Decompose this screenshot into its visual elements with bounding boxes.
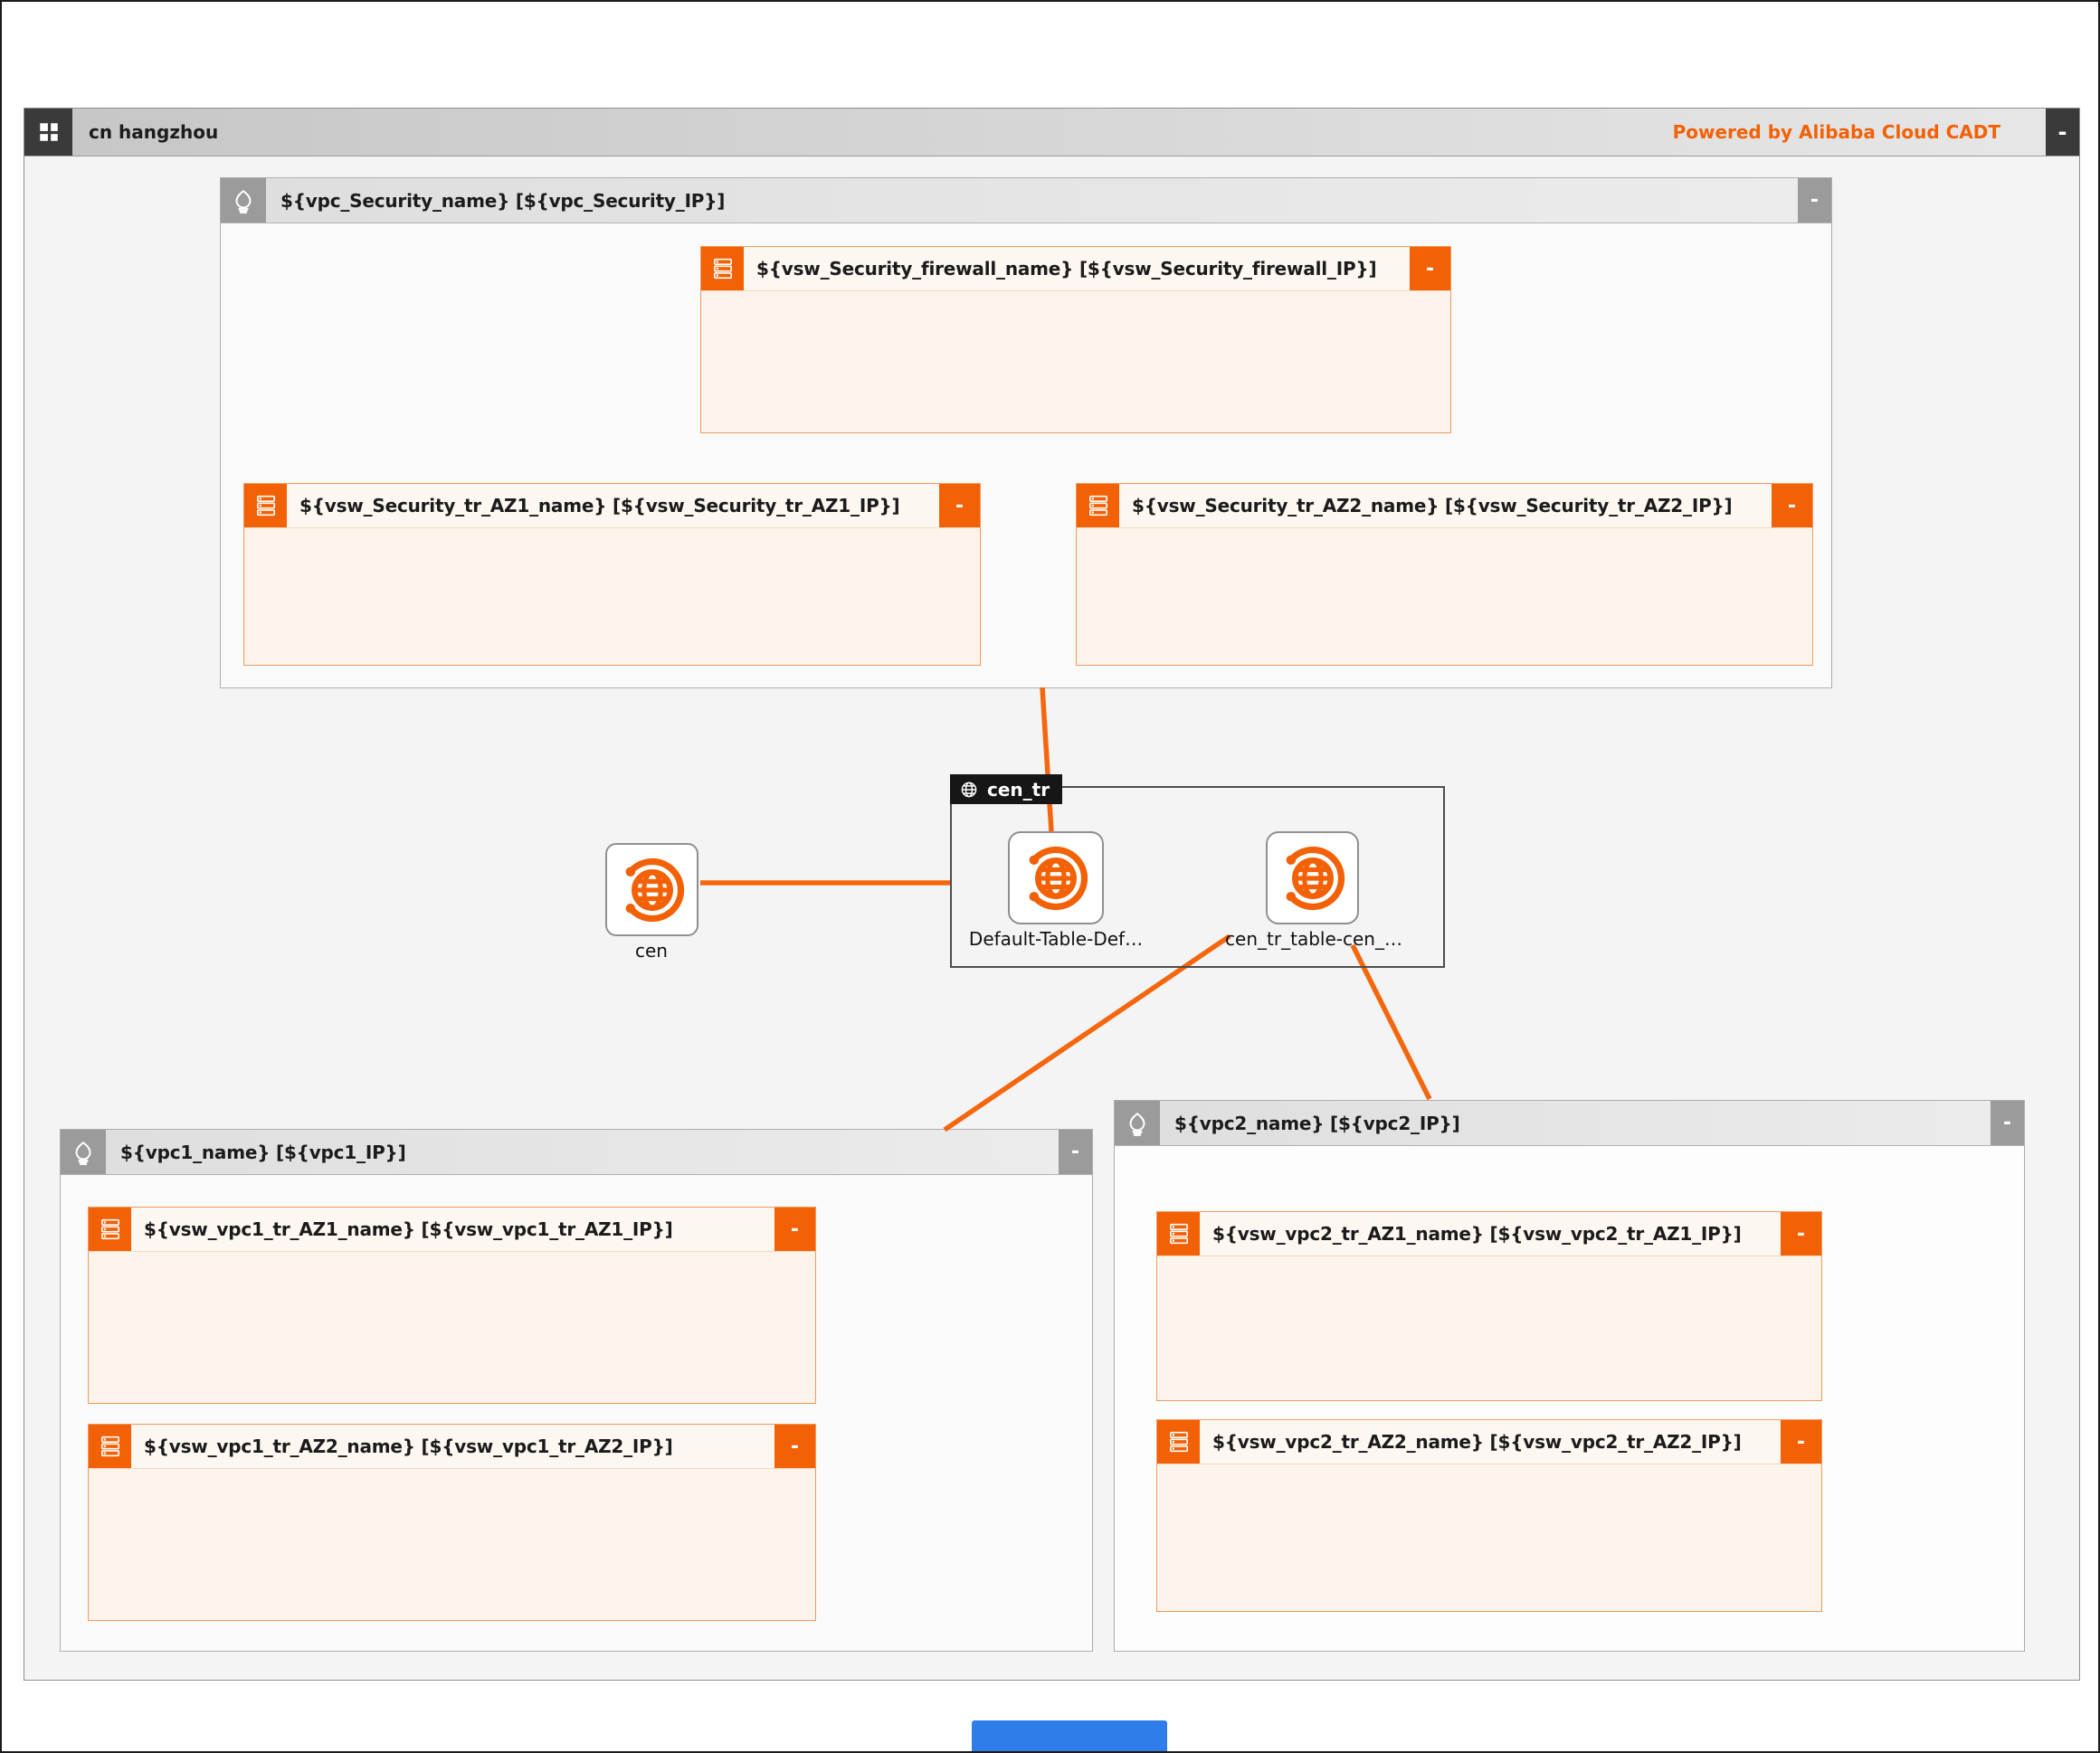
vswitch-icon [1157, 1212, 1200, 1256]
vsw-security-tr-az2-title: ${vsw_Security_tr_AZ2_name} [${vsw_Secur… [1132, 495, 1733, 516]
cen-globe-icon [1275, 840, 1351, 916]
vswitch-icon [89, 1208, 131, 1251]
vsw-vpc1-tr-az2-box[interactable]: ${vsw_vpc1_tr_AZ2_name} [${vsw_vpc1_tr_A… [88, 1424, 816, 1621]
vpc1-title: ${vpc1_name} [${vpc1_IP}] [120, 1141, 406, 1163]
vsw-vpc2-tr-az2-title: ${vsw_vpc2_tr_AZ2_name} [${vsw_vpc2_tr_A… [1212, 1431, 1742, 1453]
vpc-icon [221, 178, 266, 223]
vpc-security-title: ${vpc_Security_name} [${vpc_Security_IP}… [280, 189, 726, 212]
vsw-vpc1-tr-az1-minimize-button[interactable]: - [774, 1208, 815, 1251]
vpc1-header[interactable]: ${vpc1_name} [${vpc1_IP}] - [61, 1130, 1092, 1175]
vsw-vpc1-tr-az1-header[interactable]: ${vsw_vpc1_tr_AZ1_name} [${vsw_vpc1_tr_A… [89, 1208, 815, 1252]
cen-globe-icon [614, 852, 690, 928]
region-title: cn hangzhou [89, 121, 219, 143]
vsw-security-firewall-minimize-button[interactable]: - [1410, 247, 1450, 290]
vswitch-icon [1077, 484, 1119, 527]
cen-tr-tab[interactable]: cen_tr [950, 774, 1063, 804]
vpc-security-header[interactable]: ${vpc_Security_name} [${vpc_Security_IP}… [221, 178, 1831, 223]
vsw-vpc1-tr-az2-minimize-button[interactable]: - [774, 1425, 815, 1468]
region-titlebar[interactable]: cn hangzhou Powered by Alibaba Cloud CAD… [24, 109, 2079, 156]
vsw-vpc2-tr-az1-header[interactable]: ${vsw_vpc2_tr_AZ1_name} [${vsw_vpc2_tr_A… [1157, 1212, 1821, 1256]
vsw-security-tr-az1-box[interactable]: ${vsw_Security_tr_AZ1_name} [${vsw_Secur… [243, 483, 981, 666]
vsw-vpc2-tr-az2-minimize-button[interactable]: - [1781, 1420, 1821, 1464]
vpc-icon [61, 1130, 106, 1174]
grid-icon [24, 109, 72, 156]
node-cen[interactable] [605, 843, 698, 936]
powered-by-label: Powered by Alibaba Cloud CADT [1672, 121, 2000, 143]
vpc-security-container[interactable]: ${vpc_Security_name} [${vpc_Security_IP}… [220, 177, 1832, 688]
cen-tr-title: cen_tr [987, 778, 1050, 801]
node-label: cen_tr_table-cen_… [1225, 928, 1402, 950]
vswitch-icon [89, 1425, 131, 1468]
window-minimize-button[interactable]: - [2046, 109, 2079, 156]
vpc-icon [1115, 1101, 1160, 1145]
vpc-security-minimize-button[interactable]: - [1798, 178, 1831, 223]
vsw-security-tr-az1-title: ${vsw_Security_tr_AZ1_name} [${vsw_Secur… [299, 495, 900, 516]
cen-tr-group[interactable]: cen_tr Default-Table-Def… [950, 774, 1445, 968]
cadt-window: cn hangzhou Powered by Alibaba Cloud CAD… [24, 108, 2080, 1681]
vsw-vpc1-tr-az1-box[interactable]: ${vsw_vpc1_tr_AZ1_name} [${vsw_vpc1_tr_A… [88, 1207, 816, 1404]
vswitch-icon [701, 247, 744, 290]
vsw-security-firewall-box[interactable]: ${vsw_Security_firewall_name} [${vsw_Sec… [700, 246, 1451, 433]
node-default-table[interactable] [1008, 831, 1104, 924]
vswitch-icon [244, 484, 287, 527]
bottom-blue-bar [972, 1720, 1167, 1751]
globe-icon [959, 780, 979, 800]
vswitch-icon [1157, 1420, 1200, 1464]
vpc2-container[interactable]: ${vpc2_name} [${vpc2_IP}] - ${vsw_vpc2_t… [1114, 1100, 2025, 1652]
vsw-security-tr-az2-minimize-button[interactable]: - [1772, 484, 1812, 527]
vsw-vpc2-tr-az2-box[interactable]: ${vsw_vpc2_tr_AZ2_name} [${vsw_vpc2_tr_A… [1156, 1419, 1822, 1612]
vsw-security-firewall-header[interactable]: ${vsw_Security_firewall_name} [${vsw_Sec… [701, 247, 1450, 291]
node-label: Default-Table-Def… [968, 928, 1144, 950]
vsw-security-tr-az1-header[interactable]: ${vsw_Security_tr_AZ1_name} [${vsw_Secur… [244, 484, 980, 528]
vsw-vpc1-tr-az2-header[interactable]: ${vsw_vpc1_tr_AZ2_name} [${vsw_vpc1_tr_A… [89, 1425, 815, 1469]
vsw-vpc2-tr-az1-title: ${vsw_vpc2_tr_AZ1_name} [${vsw_vpc2_tr_A… [1212, 1223, 1742, 1245]
vsw-security-tr-az2-box[interactable]: ${vsw_Security_tr_AZ2_name} [${vsw_Secur… [1076, 483, 1813, 666]
node-label: cen [635, 940, 668, 962]
vpc2-header[interactable]: ${vpc2_name} [${vpc2_IP}] - [1115, 1101, 2024, 1146]
vsw-security-firewall-title: ${vsw_Security_firewall_name} [${vsw_Sec… [756, 258, 1377, 280]
vsw-security-tr-az1-minimize-button[interactable]: - [939, 484, 980, 527]
vsw-vpc2-tr-az1-box[interactable]: ${vsw_vpc2_tr_AZ1_name} [${vsw_vpc2_tr_A… [1156, 1211, 1822, 1401]
vsw-vpc2-tr-az2-header[interactable]: ${vsw_vpc2_tr_AZ2_name} [${vsw_vpc2_tr_A… [1157, 1420, 1821, 1464]
cen-globe-icon [1018, 840, 1094, 916]
vpc1-container[interactable]: ${vpc1_name} [${vpc1_IP}] - ${vsw_vpc1_t… [60, 1129, 1093, 1652]
vsw-vpc2-tr-az1-minimize-button[interactable]: - [1781, 1212, 1821, 1256]
node-cen-tr-table[interactable] [1266, 831, 1359, 924]
vsw-security-tr-az2-header[interactable]: ${vsw_Security_tr_AZ2_name} [${vsw_Secur… [1077, 484, 1812, 528]
vsw-vpc1-tr-az2-title: ${vsw_vpc1_tr_AZ2_name} [${vsw_vpc1_tr_A… [144, 1436, 673, 1457]
vsw-vpc1-tr-az1-title: ${vsw_vpc1_tr_AZ1_name} [${vsw_vpc1_tr_A… [144, 1218, 673, 1240]
vpc2-minimize-button[interactable]: - [1991, 1101, 2024, 1145]
vpc1-minimize-button[interactable]: - [1059, 1130, 1092, 1174]
vpc2-title: ${vpc2_name} [${vpc2_IP}] [1174, 1112, 1460, 1134]
